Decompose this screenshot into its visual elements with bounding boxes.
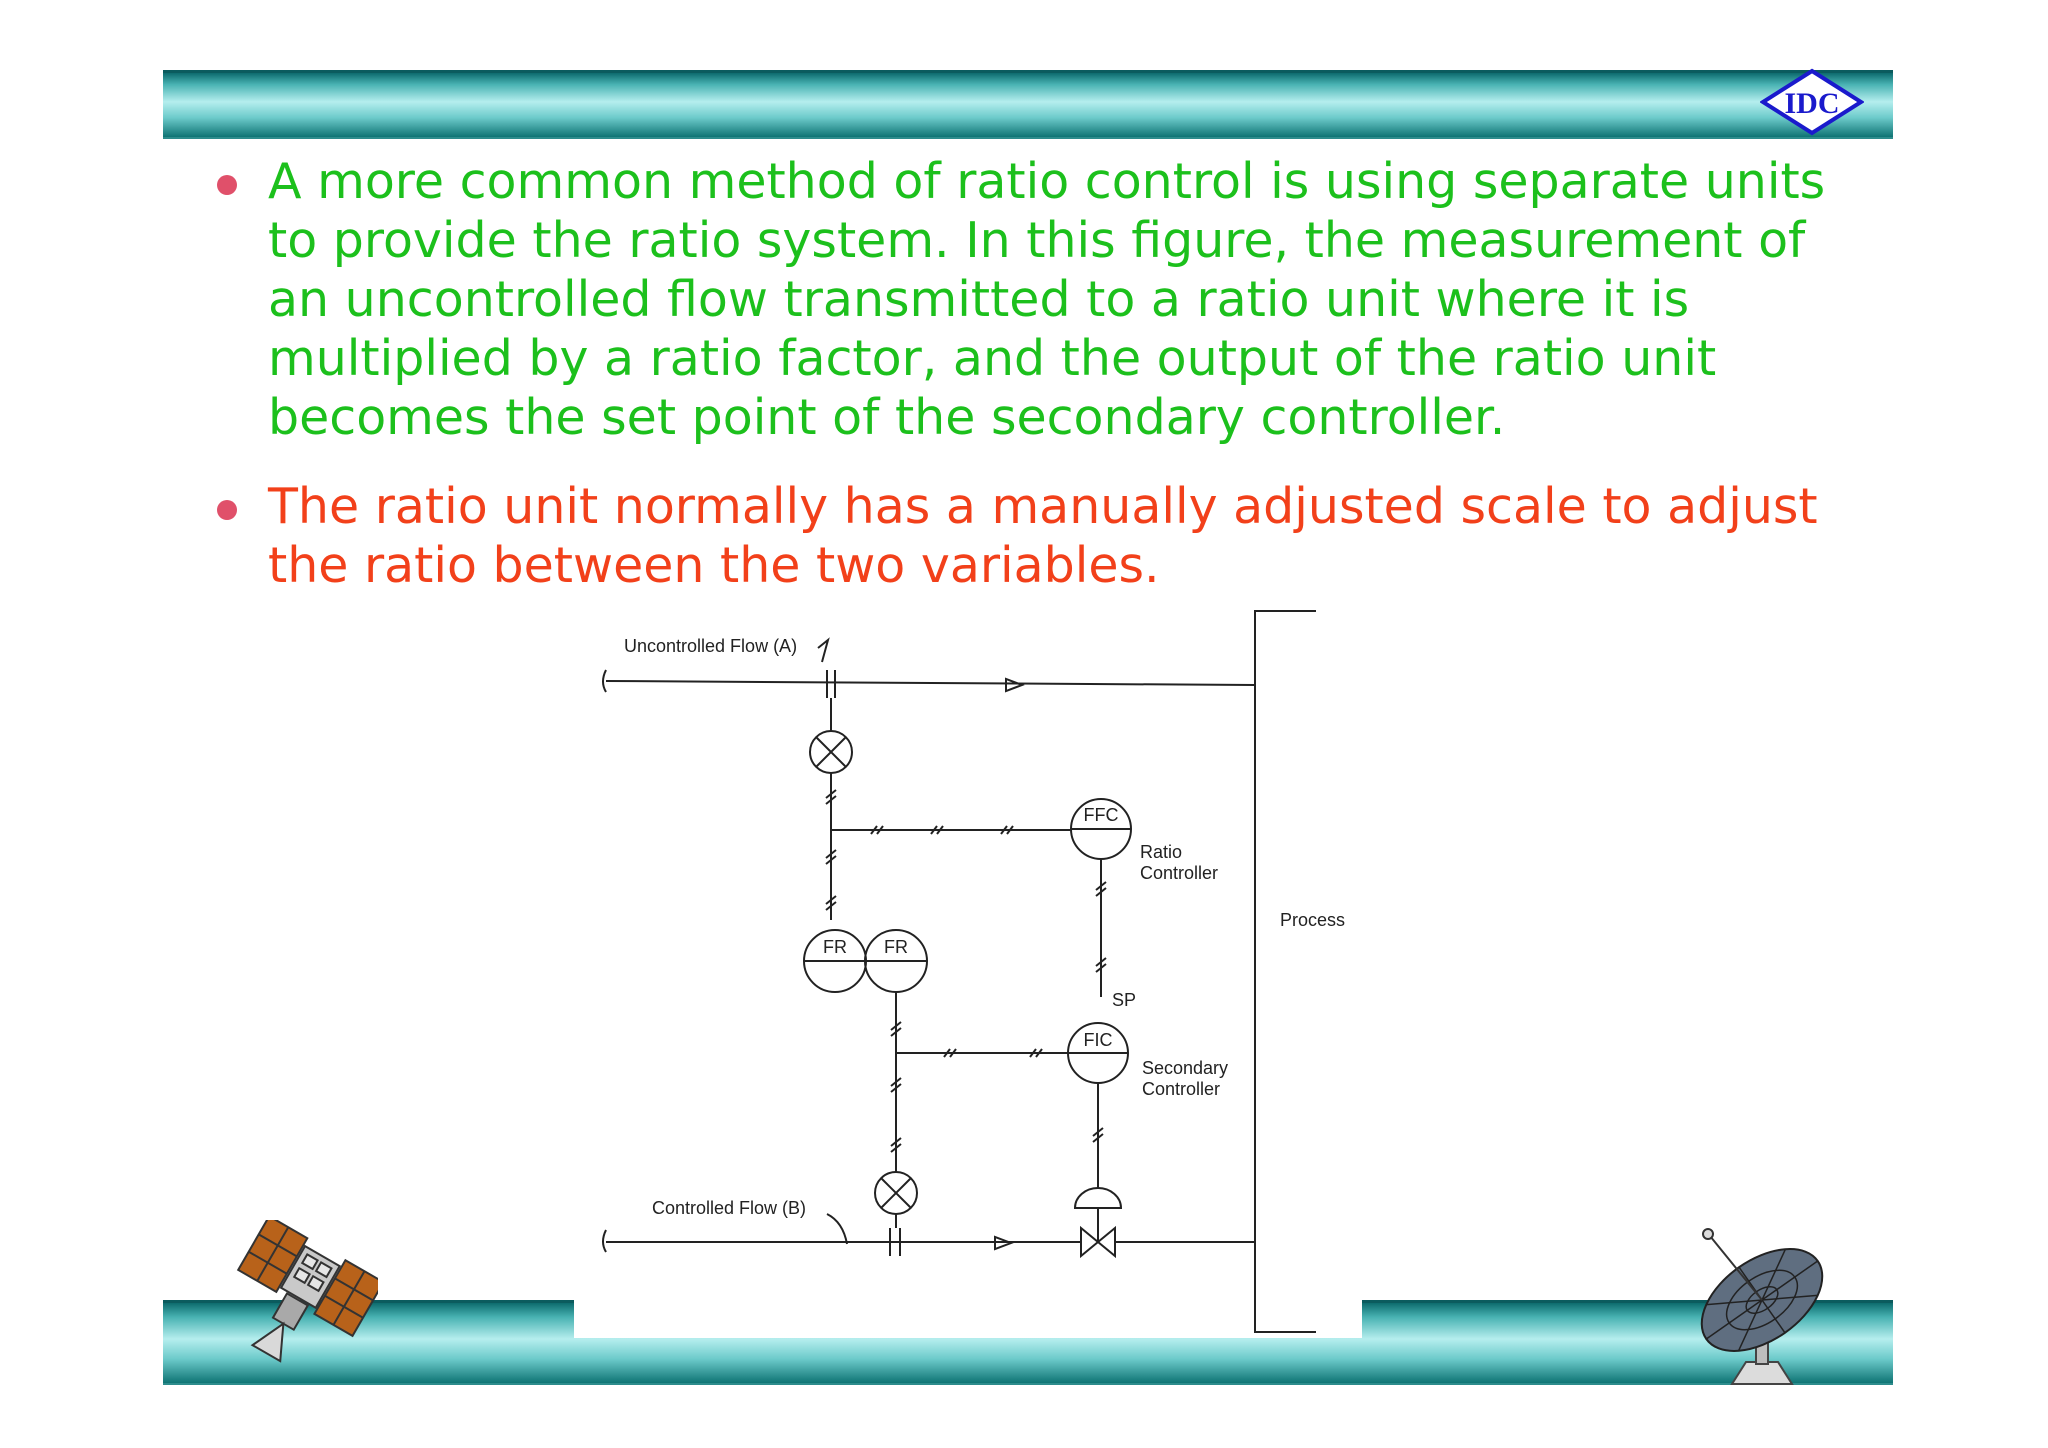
header-band bbox=[163, 70, 1893, 139]
ratio-controller-label-1: Ratio bbox=[1140, 842, 1182, 862]
fr-tag-1: FR bbox=[823, 937, 847, 957]
ratio-control-diagram: Uncontrolled Flow (A) Controlled Flow (B… bbox=[574, 606, 1362, 1338]
secondary-controller-label-2: Controller bbox=[1142, 1079, 1220, 1099]
secondary-controller-label-1: Secondary bbox=[1142, 1058, 1228, 1078]
ffc-tag: FFC bbox=[1084, 805, 1119, 825]
uncontrolled-flow-label: Uncontrolled Flow (A) bbox=[624, 636, 797, 656]
idc-logo-icon: IDC bbox=[1760, 68, 1864, 136]
process-vessel bbox=[1254, 610, 1316, 1333]
bullet-dot-icon bbox=[217, 175, 237, 195]
bullet-text-2: The ratio unit normally has a manually a… bbox=[268, 478, 1818, 594]
diagram-svg: Uncontrolled Flow (A) Controlled Flow (B… bbox=[602, 610, 1345, 1333]
pipe-break-b bbox=[602, 1229, 607, 1253]
ratio-controller-label-2: Controller bbox=[1140, 863, 1218, 883]
flow-arrow-b bbox=[994, 1235, 1014, 1251]
uncontrolled-label-pointer bbox=[817, 637, 830, 663]
sp-label: SP bbox=[1112, 990, 1136, 1010]
satellite-icon bbox=[236, 1220, 378, 1363]
controlled-flow-label: Controlled Flow (B) bbox=[652, 1198, 806, 1218]
flow-arrow-a bbox=[1005, 677, 1025, 693]
satellite-dish-icon bbox=[1700, 1228, 1824, 1385]
idc-logo-text: IDC bbox=[1784, 87, 1839, 120]
bullet-text-1: A more common method of ratio control is… bbox=[268, 153, 1826, 446]
valve-actuator-icon bbox=[1073, 1187, 1123, 1209]
process-label: Process bbox=[1280, 910, 1345, 930]
fr-tag-2: FR bbox=[884, 937, 908, 957]
bullet-list: A more common method of ratio control is… bbox=[215, 152, 1855, 595]
bullet-dot-icon bbox=[217, 500, 237, 520]
pipe-break-a bbox=[602, 669, 607, 693]
fic-tag: FIC bbox=[1084, 1030, 1113, 1050]
uncontrolled-flow-pipe bbox=[605, 680, 1256, 686]
bullet-item-2: The ratio unit normally has a manually a… bbox=[215, 477, 1855, 595]
bullet-item-1: A more common method of ratio control is… bbox=[215, 152, 1855, 447]
control-valve-icon bbox=[1080, 1225, 1116, 1259]
controlled-label-pointer bbox=[826, 1213, 848, 1245]
